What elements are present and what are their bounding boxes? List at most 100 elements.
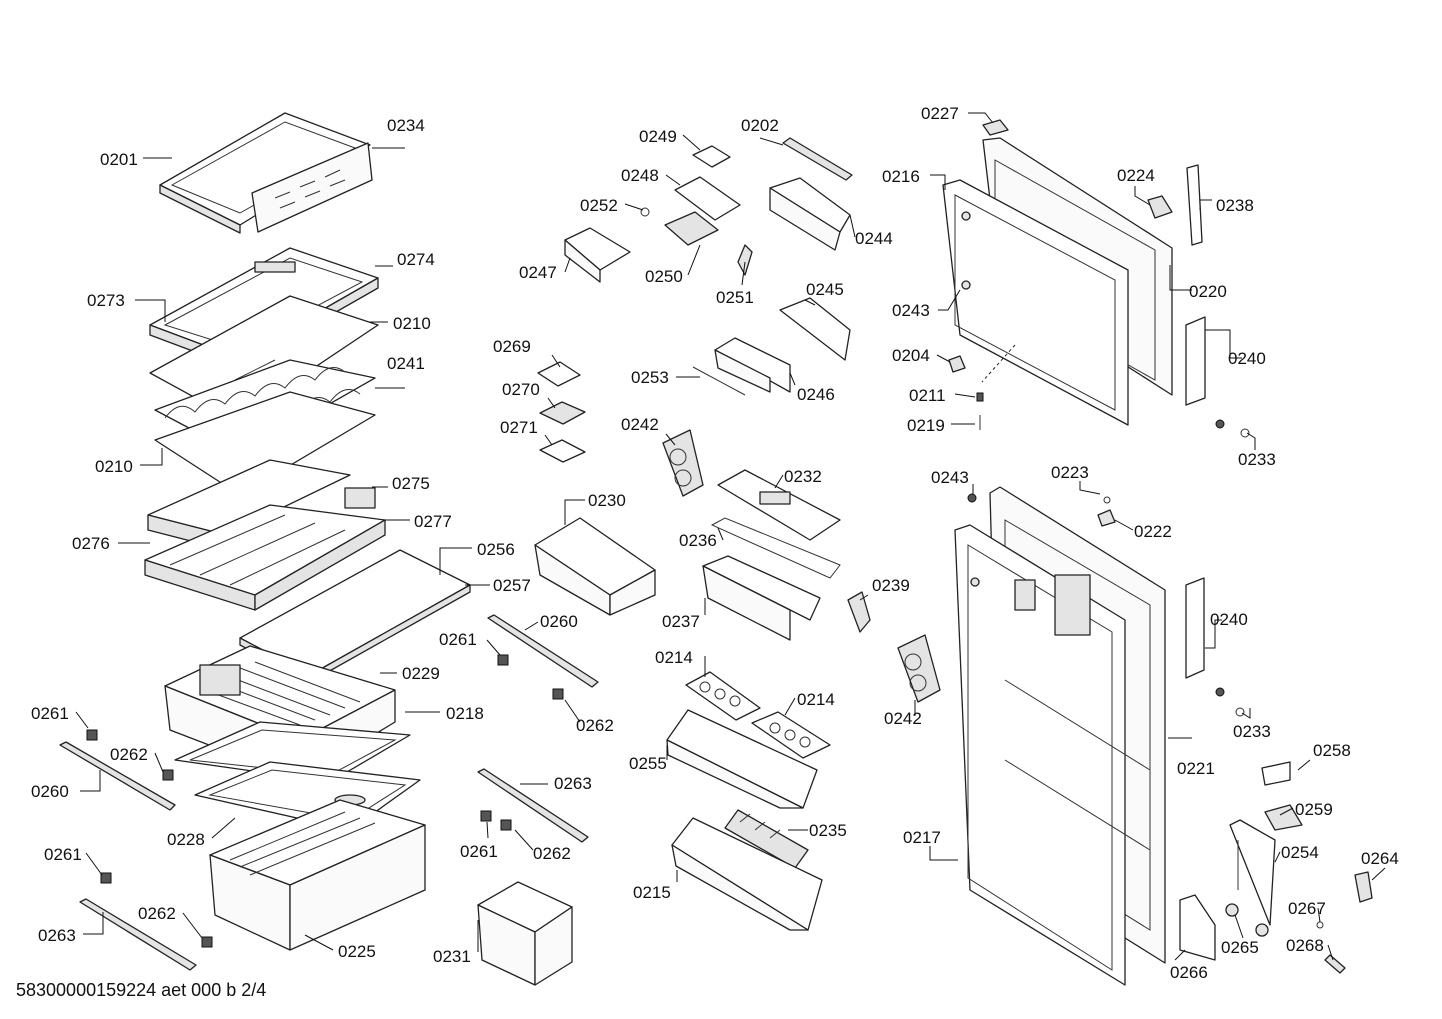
callout-0260-left: 0260: [31, 782, 69, 801]
part-rails-left: [59, 729, 213, 971]
leader-lines: [75, 112, 1386, 961]
callout-0243-lower: 0243: [931, 468, 969, 487]
callout-0224: 0224: [1117, 166, 1155, 185]
part-0232-control-panel: [702, 469, 871, 641]
callout-0215: 0215: [633, 883, 671, 902]
callout-0240-upper: 0240: [1228, 349, 1266, 368]
callout-0241: 0241: [387, 354, 425, 373]
callout-0255: 0255: [629, 754, 667, 773]
callout-0270: 0270: [502, 380, 540, 399]
callout-0214-a: 0214: [655, 648, 693, 667]
part-0276-drawer-cover-assembly: [144, 459, 386, 611]
callout-0262-left-b: 0262: [138, 904, 176, 923]
callout-0246: 0246: [797, 385, 835, 404]
callout-0261-middle-a: 0261: [439, 630, 477, 649]
callout-0239: 0239: [872, 576, 910, 595]
callout-0262-middle-a: 0262: [576, 716, 614, 735]
callout-0262-middle-b: 0262: [533, 844, 571, 863]
callout-0201: 0201: [100, 150, 138, 169]
callout-0236: 0236: [679, 531, 717, 550]
callout-0225: 0225: [338, 942, 376, 961]
callout-0273: 0273: [87, 291, 125, 310]
callout-0219: 0219: [907, 416, 945, 435]
callout-0268: 0268: [1286, 936, 1324, 955]
part-top-middle-group: [564, 145, 753, 283]
callout-0234: 0234: [387, 116, 425, 135]
callout-0242-lower: 0242: [884, 709, 922, 728]
part-0231-small-bin: [477, 881, 573, 986]
callout-0211: 0211: [909, 386, 946, 405]
callout-0233-lower: 0233: [1233, 722, 1271, 741]
callout-0221: 0221: [1177, 759, 1215, 778]
callout-0237: 0237: [662, 612, 700, 631]
part-lower-door-small-parts: [967, 493, 1373, 974]
callout-0264: 0264: [1361, 849, 1399, 868]
callout-0220: 0220: [1189, 282, 1227, 301]
part-upper-door-small-parts: [982, 119, 1203, 246]
callout-0238: 0238: [1216, 196, 1254, 215]
callout-0202: 0202: [741, 116, 779, 135]
callout-0256: 0256: [477, 540, 515, 559]
part-0269-0271-small-trays: [537, 361, 586, 463]
callout-0258: 0258: [1313, 741, 1351, 760]
callout-0274: 0274: [397, 250, 435, 269]
callout-0245: 0245: [806, 280, 844, 299]
callout-0275: 0275: [392, 474, 430, 493]
part-0221-lower-door: [954, 486, 1166, 986]
callout-0250: 0250: [645, 267, 683, 286]
callout-0227: 0227: [921, 104, 959, 123]
callout-0265: 0265: [1221, 938, 1259, 957]
callout-0210-lower: 0210: [95, 457, 133, 476]
callout-0204: 0204: [892, 346, 930, 365]
part-0234-rear-panel: [251, 142, 373, 233]
callout-0266: 0266: [1170, 963, 1208, 982]
part-0201-shelf-frame: [159, 112, 371, 234]
callout-0259: 0259: [1295, 800, 1333, 819]
callout-0261-left-a: 0261: [31, 704, 69, 723]
callout-0263-left: 0263: [38, 926, 76, 945]
part-0230-bin: [534, 517, 656, 616]
callout-0257: 0257: [493, 576, 531, 595]
callout-0229: 0229: [402, 664, 440, 683]
callout-0254: 0254: [1281, 843, 1319, 862]
callout-0231: 0231: [433, 947, 471, 966]
callout-0253: 0253: [631, 368, 669, 387]
part-0210-glass-lower: [154, 391, 376, 496]
callout-0249: 0249: [639, 127, 677, 146]
part-0225-lower-drawer: [209, 799, 426, 951]
callout-0269: 0269: [493, 337, 531, 356]
callout-0223: 0223: [1051, 463, 1089, 482]
callout-0252: 0252: [580, 196, 618, 215]
part-0242-hinge-cover-upper: [662, 429, 704, 497]
callout-0262-left-a: 0262: [110, 745, 148, 764]
callout-0244: 0244: [855, 229, 893, 248]
callout-0230: 0230: [588, 491, 626, 510]
callout-0232: 0232: [784, 467, 822, 486]
callout-0261-middle-b: 0261: [460, 842, 498, 861]
callout-0260-middle: 0260: [540, 612, 578, 631]
part-0242-hinge-cover-lower: [897, 634, 941, 703]
callout-0235: 0235: [809, 821, 847, 840]
callout-0218: 0218: [446, 704, 484, 723]
callout-0242-upper: 0242: [621, 415, 659, 434]
callout-0243-upper: 0243: [892, 301, 930, 320]
callout-0217: 0217: [903, 828, 941, 847]
callout-0240-lower: 0240: [1210, 610, 1248, 629]
callout-0276: 0276: [72, 534, 110, 553]
callout-0233-upper: 0233: [1238, 450, 1276, 469]
callout-0251: 0251: [716, 288, 754, 307]
callout-0263-middle: 0263: [554, 774, 592, 793]
callout-0216: 0216: [882, 167, 920, 186]
callout-0248: 0248: [621, 166, 659, 185]
part-rails-middle: [477, 614, 599, 843]
callout-labels: 0201 0234 0274 0273 0210 0241 0210 0275 …: [31, 104, 1399, 982]
part-door-shelves: [666, 671, 831, 931]
callout-0277: 0277: [414, 512, 452, 531]
part-0216-upper-door: [942, 137, 1173, 426]
part-top-right-bins: [692, 137, 853, 396]
callout-0267: 0267: [1288, 899, 1326, 918]
callout-0271: 0271: [500, 418, 538, 437]
callout-0214-b: 0214: [797, 690, 835, 709]
callout-0222: 0222: [1134, 522, 1172, 541]
